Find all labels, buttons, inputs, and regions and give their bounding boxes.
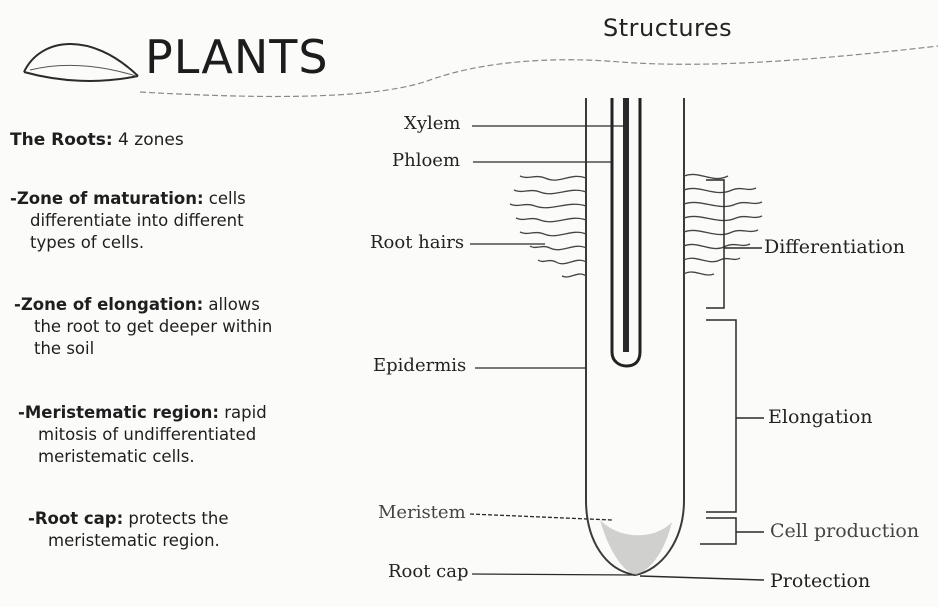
- root-hairs-left: [510, 176, 586, 277]
- label-meristem: Meristem: [378, 502, 466, 523]
- bracket-cell-production: [700, 518, 736, 544]
- label-root-cap: Root cap: [388, 561, 469, 582]
- label-differentiation: Differentiation: [764, 236, 905, 258]
- label-phloem: Phloem: [392, 150, 460, 171]
- root-outline: [586, 98, 684, 575]
- label-elongation: Elongation: [768, 406, 873, 428]
- bracket-differentiation: [706, 180, 724, 308]
- label-root-hairs: Root hairs: [370, 232, 464, 253]
- label-epidermis: Epidermis: [373, 355, 466, 376]
- bracket-elongation: [706, 320, 736, 512]
- label-protection: Protection: [770, 570, 870, 592]
- root-hairs-right: [684, 174, 762, 275]
- label-xylem: Xylem: [404, 113, 460, 134]
- meristem-shading: [600, 520, 672, 575]
- label-cell-production: Cell production: [770, 520, 919, 542]
